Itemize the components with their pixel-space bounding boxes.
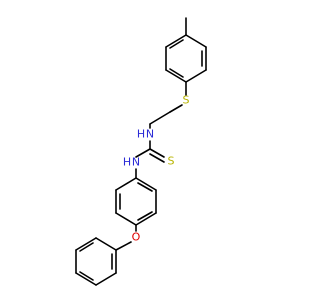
atom-h2-label: H [123, 156, 131, 169]
atom-n2-label: N [132, 156, 140, 169]
bond-c-s-1 [149, 148, 165, 158]
bond-s-ch2 [169, 104, 183, 113]
atom-n1-label: N [146, 128, 154, 141]
bond-c-n2 [135, 148, 151, 158]
bond-o-phenyl [115, 241, 132, 251]
bonds [75, 17, 207, 286]
atom-s1-label: S [183, 94, 190, 107]
atom-o1-label: O [132, 231, 141, 244]
molecule-structure: S N H S N H O [0, 0, 300, 300]
atom-s2-label: S [168, 155, 175, 168]
bond-ch2-ch2 [149, 111, 171, 125]
bond-c-s-2 [149, 153, 165, 163]
phenylene-ring [115, 177, 157, 226]
phenyl-ring [75, 237, 117, 286]
atom-labels: S N H S N H O [123, 94, 190, 244]
tolyl-ring [165, 34, 207, 83]
canvas-background [0, 0, 300, 300]
atom-h1-label: H [137, 128, 145, 141]
